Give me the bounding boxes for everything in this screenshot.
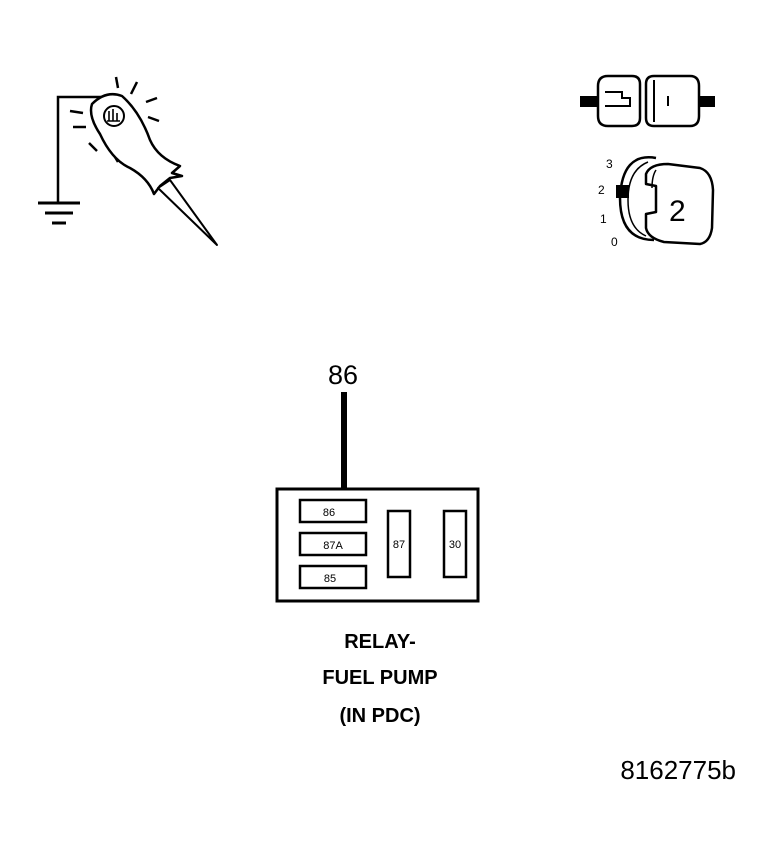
relay-caption-line3: (IN PDC) [339, 705, 421, 727]
ignition-switch-icon: 3 2 1 0 2 [598, 156, 715, 249]
ignition-key-position: 2 [669, 195, 686, 228]
cavity-86 [298, 498, 368, 524]
cavity-87 [386, 509, 412, 579]
ignition-position-3: 3 [606, 157, 613, 171]
relay-caption-line1: RELAY- [344, 631, 416, 653]
probe-terminal-label: 86 [328, 360, 358, 390]
cavity-87a [298, 531, 368, 557]
cavity-label-85: 85 [324, 573, 336, 585]
relay-caption-line2: FUEL PUMP [322, 667, 438, 689]
cavity-85 [298, 564, 368, 590]
cavity-30 [442, 509, 468, 579]
test-light-icon [38, 76, 218, 246]
ignition-position-0: 0 [611, 235, 618, 249]
cavity-label-30: 30 [449, 539, 461, 551]
cavity-label-86: 86 [323, 507, 335, 519]
ignition-position-2: 2 [598, 183, 605, 197]
ignition-position-1: 1 [600, 212, 607, 226]
ground-symbol-icon [38, 201, 80, 225]
connector-disconnected-icon [580, 74, 715, 128]
figure-id: 8162775b [620, 755, 736, 785]
relay-fuel-pump: 86 87A 85 87 30 [275, 487, 480, 603]
cavity-label-87: 87 [393, 539, 405, 551]
cavity-label-87a: 87A [323, 540, 343, 552]
